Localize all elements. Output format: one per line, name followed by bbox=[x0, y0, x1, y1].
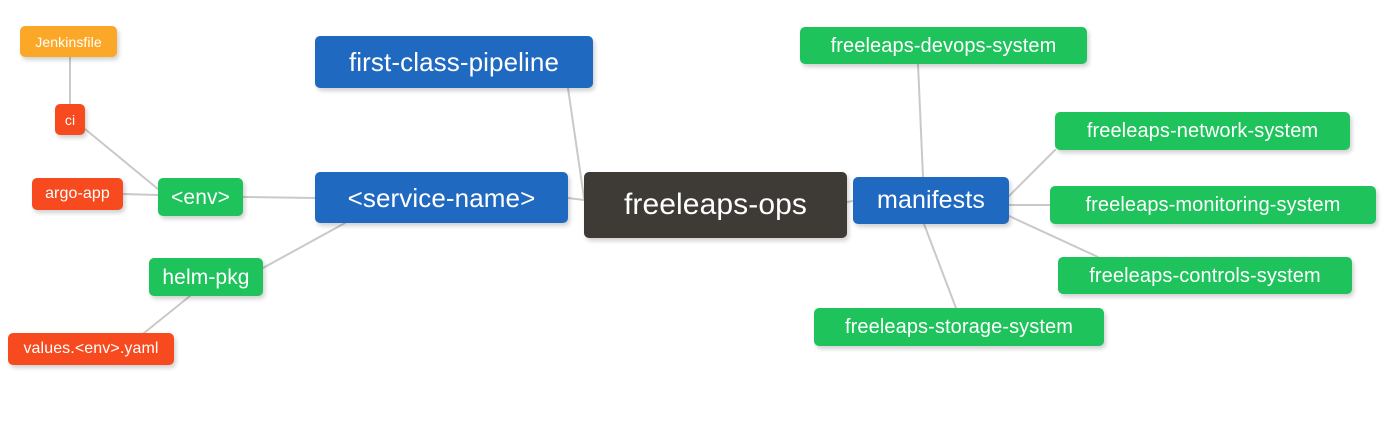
node-helm-pkg[interactable]: helm-pkg bbox=[149, 258, 263, 296]
edge-manifests-to-freeleaps-storage-system bbox=[923, 223, 957, 309]
node-label-manifests: manifests bbox=[877, 186, 985, 214]
node-label-freeleaps-controls-system: freeleaps-controls-system bbox=[1089, 264, 1321, 287]
node-label-freeleaps-ops: freeleaps-ops bbox=[623, 188, 808, 221]
node-freeleaps-controls-system[interactable]: freeleaps-controls-system bbox=[1058, 257, 1352, 294]
node-label-argo-app: argo-app bbox=[45, 185, 110, 202]
node-freeleaps-ops[interactable]: freeleaps-ops bbox=[584, 172, 847, 238]
node-label-freeleaps-storage-system: freeleaps-storage-system bbox=[844, 316, 1074, 338]
edge-env-to-argo-app bbox=[122, 193, 159, 196]
node-freeleaps-storage-system[interactable]: freeleaps-storage-system bbox=[814, 308, 1104, 346]
edge-manifests-to-freeleaps-devops-system bbox=[917, 63, 924, 178]
node-env[interactable]: <env> bbox=[158, 178, 243, 216]
node-argo-app[interactable]: argo-app bbox=[32, 178, 123, 210]
node-values-env-yaml[interactable]: values.<env>.yaml bbox=[8, 333, 174, 365]
node-label-env: <env> bbox=[171, 185, 230, 209]
node-freeleaps-devops-system[interactable]: freeleaps-devops-system bbox=[800, 27, 1087, 64]
edge-service-name-to-helm-pkg bbox=[262, 222, 346, 269]
node-label-service-name: <service-name> bbox=[347, 182, 536, 213]
node-label-freeleaps-devops-system: freeleaps-devops-system bbox=[830, 34, 1057, 57]
node-label-helm-pkg: helm-pkg bbox=[162, 265, 250, 289]
edge-freeleaps-ops-to-service-name bbox=[567, 197, 585, 201]
node-label-jenkinsfile: Jenkinsfile bbox=[35, 33, 102, 50]
edge-service-name-to-env bbox=[242, 196, 316, 199]
edge-freeleaps-ops-to-first-class-pipeline bbox=[567, 87, 585, 199]
node-label-freeleaps-monitoring-system: freeleaps-monitoring-system bbox=[1085, 194, 1341, 216]
edge-helm-pkg-to-values-env-yaml bbox=[143, 295, 191, 334]
node-label-freeleaps-network-system: freeleaps-network-system bbox=[1086, 120, 1319, 142]
node-jenkinsfile[interactable]: Jenkinsfile bbox=[20, 26, 117, 57]
node-ci[interactable]: ci bbox=[55, 104, 85, 135]
node-label-values-env-yaml: values.<env>.yaml bbox=[23, 340, 159, 357]
edge-manifests-to-freeleaps-network-system bbox=[1008, 149, 1056, 197]
node-service-name[interactable]: <service-name> bbox=[315, 172, 568, 223]
node-label-ci: ci bbox=[64, 111, 76, 128]
node-label-first-class-pipeline: first-class-pipeline bbox=[348, 47, 560, 77]
node-freeleaps-monitoring-system[interactable]: freeleaps-monitoring-system bbox=[1050, 186, 1376, 224]
node-first-class-pipeline[interactable]: first-class-pipeline bbox=[315, 36, 593, 88]
node-manifests[interactable]: manifests bbox=[853, 177, 1009, 224]
node-freeleaps-network-system[interactable]: freeleaps-network-system bbox=[1055, 112, 1350, 150]
